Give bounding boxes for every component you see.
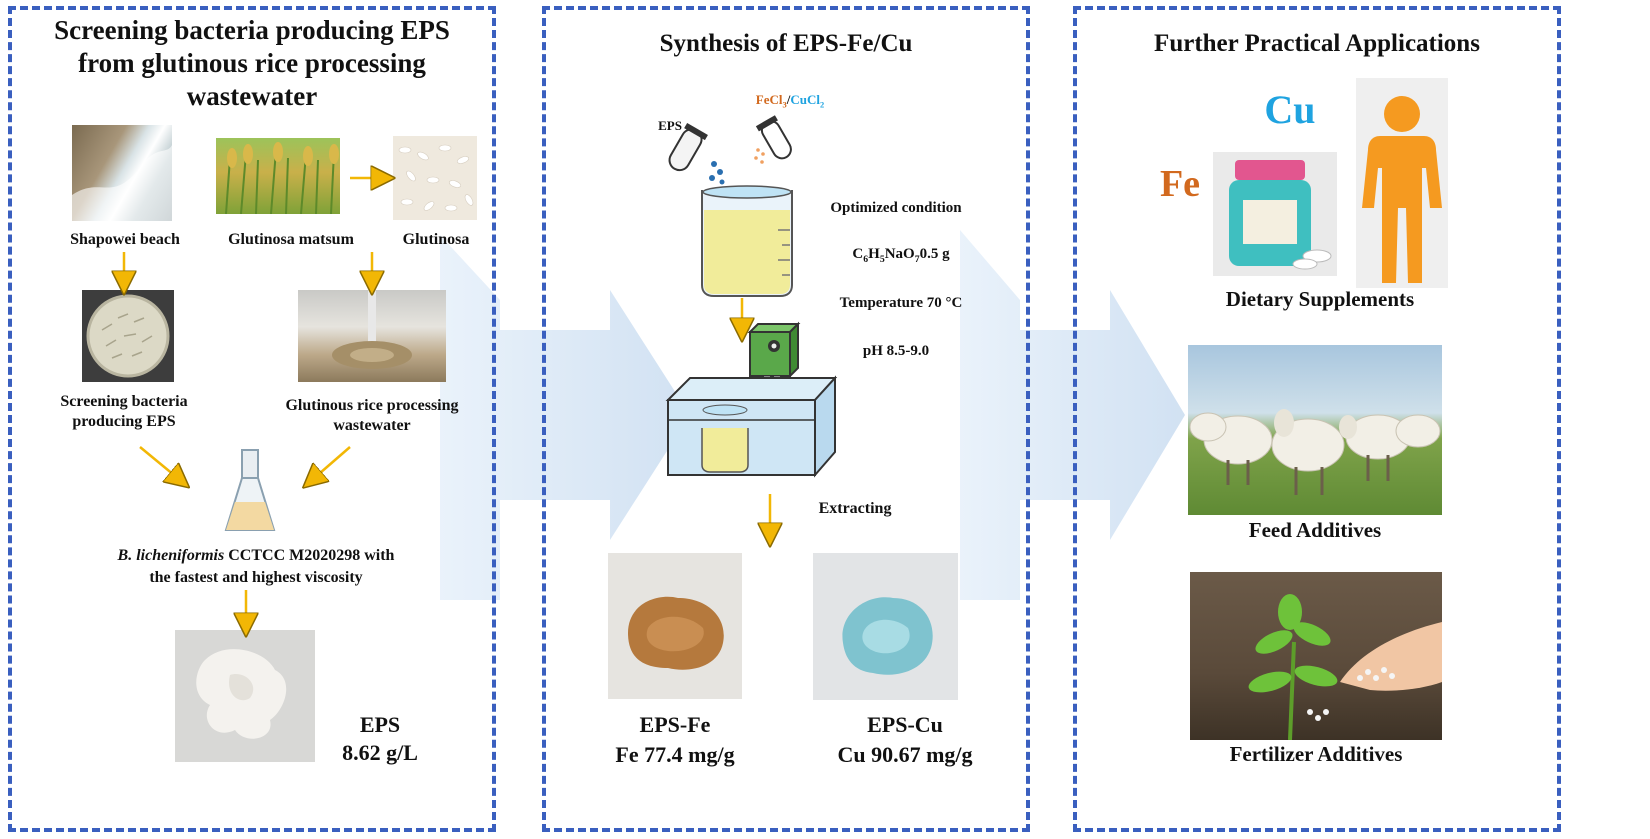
panel2-arrows [0, 298, 1050, 839]
metal-salt-label: FeCl3/CuCl2 [735, 92, 845, 110]
wastewater-label-line1: Glutinous rice processing [285, 397, 459, 414]
fe-label: Fe [1159, 163, 1201, 205]
strain-label-line1: B. licheniformis CCTCC M2020298 with [24, 545, 488, 567]
panel-synthesis [542, 6, 1030, 832]
eps-yield: 8.62 g/L [342, 740, 418, 765]
eps-cu-value: Cu 90.67 mg/g [837, 742, 973, 767]
eps-label: EPS [359, 712, 401, 737]
wastewater-label-line2: wastewater [333, 417, 411, 434]
shapowei-beach-photo [72, 125, 172, 221]
arrow-screening-to-flask [139, 446, 180, 480]
ph-label: pH 8.5-9.0 [862, 343, 930, 359]
citrate-label: C6H5NaO70.5 g [852, 246, 950, 265]
screening-label-line1: Screening bacteria [60, 393, 188, 410]
strain-label: B. licheniformis CCTCC M2020298 with the… [24, 545, 488, 589]
panel1-title-line1: Screening bacteria producing EPS [54, 15, 450, 45]
temperature-label: Temperature 70 °C [839, 295, 963, 311]
eps-tube-label: EPS [658, 118, 682, 133]
fertilizer-photo [1190, 572, 1442, 740]
panel1-title: Screening bacteria producing EPS from gl… [12, 14, 492, 113]
cucl2-label: CuCl2 [790, 92, 825, 110]
supplement-bottle-icon [1213, 152, 1337, 276]
cu-label: Cu [1264, 87, 1316, 132]
glutinosa-label: Glutinosa [402, 231, 470, 248]
petri-dish-photo [82, 290, 174, 382]
eps-test-tube-icon [668, 122, 708, 172]
glutinosa-matsum-label: Glutinosa matsum [228, 231, 354, 248]
eps-drops-icon [709, 161, 725, 185]
slash-label: / [786, 92, 791, 107]
fertilizer-label: Fertilizer Additives [1229, 742, 1403, 766]
panel1-title-line2: from glutinous rice processing [78, 48, 426, 78]
strain-id: CCTCC M2020298 with [224, 547, 395, 564]
salt-drops-icon [754, 148, 765, 164]
glutinosa-matsum-photo [216, 138, 340, 214]
panel-screening [8, 6, 496, 832]
screening-label-line2: producing EPS [72, 413, 176, 430]
sheep-photo [1188, 345, 1442, 515]
eps-fe-label: EPS-Fe [639, 712, 711, 737]
strain-species: B. licheniformis [117, 547, 225, 564]
panel1-title-line3: wastewater [186, 81, 318, 111]
eps-cu-label: EPS-Cu [867, 712, 943, 737]
beaker-icon [701, 185, 793, 297]
eps-fe-value: Fe 77.4 mg/g [615, 742, 735, 767]
water-bath-icon [665, 321, 838, 478]
eps-photo [175, 630, 315, 762]
panel1-arrows [0, 0, 500, 839]
eps-cu-photo [813, 553, 958, 700]
glutinosa-rice-photo [393, 136, 477, 220]
fecl3-label: FeCl3 [755, 92, 787, 110]
flow-arrow-1 [440, 235, 690, 600]
extracting-label: Extracting [818, 500, 892, 517]
panel2-title: Synthesis of EPS-Fe/Cu [659, 30, 913, 57]
optimized-condition-label: Optimized condition [830, 200, 962, 216]
human-figure-icon [1356, 78, 1448, 288]
synthesis-apparatus [668, 115, 793, 297]
strain-label-line2: the fastest and highest viscosity [149, 569, 363, 586]
flow-arrow-2 [960, 230, 1185, 600]
eps-fe-photo [608, 553, 742, 699]
panel-applications [1073, 6, 1561, 832]
wastewater-label: Glutinous rice processing wastewater [250, 396, 494, 436]
feed-label: Feed Additives [1248, 518, 1382, 542]
wastewater-photo [298, 290, 446, 382]
shapowei-beach-label: Shapowei beach [70, 231, 180, 248]
panel3-title: Further Practical Applications [1154, 30, 1480, 57]
arrow-wastewater-to-flask [312, 446, 351, 480]
erlenmeyer-flask-icon [224, 449, 276, 531]
metal-salt-tube-icon [755, 115, 792, 160]
dietary-label: Dietary Supplements [1225, 287, 1415, 311]
screening-label: Screening bacteria producing EPS [24, 392, 224, 432]
